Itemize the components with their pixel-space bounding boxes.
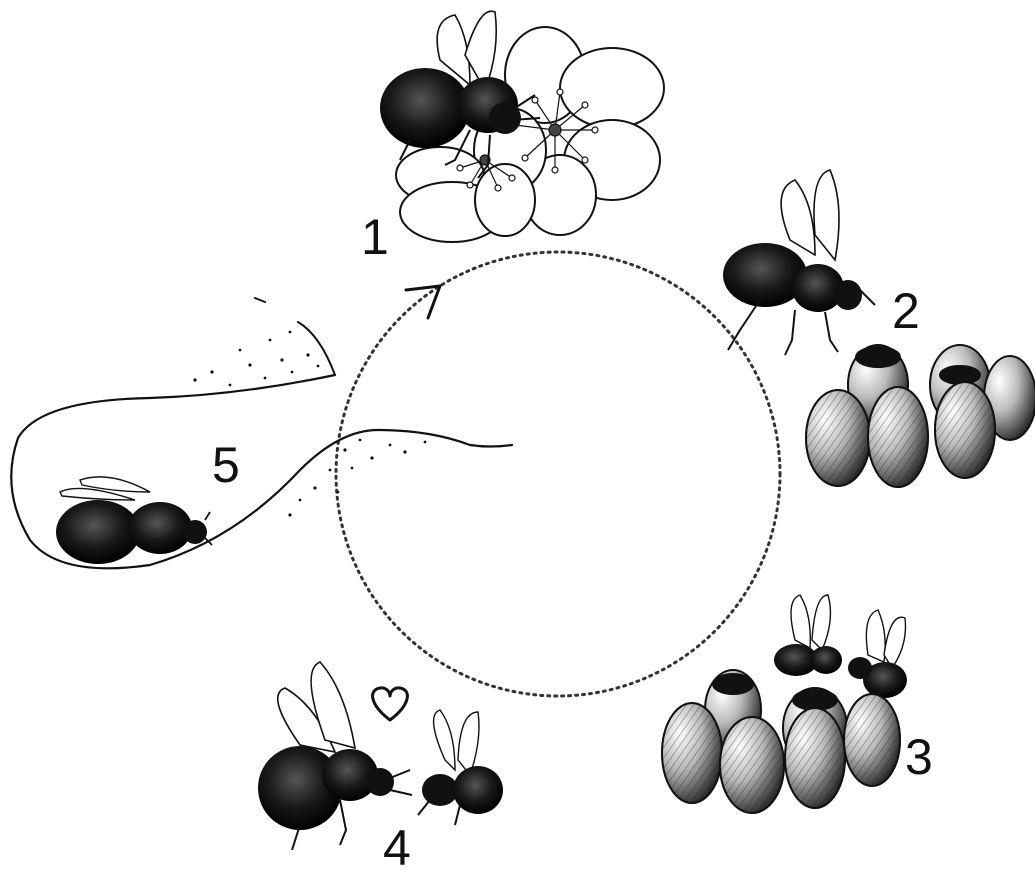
male-bee-icon <box>418 710 503 825</box>
stage-1-queen-on-flower: 1 <box>361 11 664 265</box>
stage-2-founding-nest: 2 <box>723 170 1035 487</box>
brood-cells-group-2 <box>806 345 1035 487</box>
life-cycle-circle <box>336 252 780 696</box>
worker-bee-icon <box>774 595 842 676</box>
stage-5-hibernation: 5 <box>11 298 512 568</box>
stage-5-label: 5 <box>212 437 240 493</box>
brood-cells-group-3 <box>662 670 900 813</box>
flying-bee-icon <box>723 170 875 355</box>
heart-icon <box>373 688 408 720</box>
stage-4-mating: 4 <box>258 662 503 870</box>
stage-3-colony-growth: 3 <box>662 595 933 813</box>
burrow-entrance-line <box>255 298 335 375</box>
stage-2-label: 2 <box>892 283 920 339</box>
stage-1-label: 1 <box>361 209 389 265</box>
stage-3-label: 3 <box>905 729 933 785</box>
stage-4-label: 4 <box>383 820 411 870</box>
cycle-direction-arrow-icon <box>406 286 440 318</box>
worker-bee-icon <box>848 610 907 698</box>
